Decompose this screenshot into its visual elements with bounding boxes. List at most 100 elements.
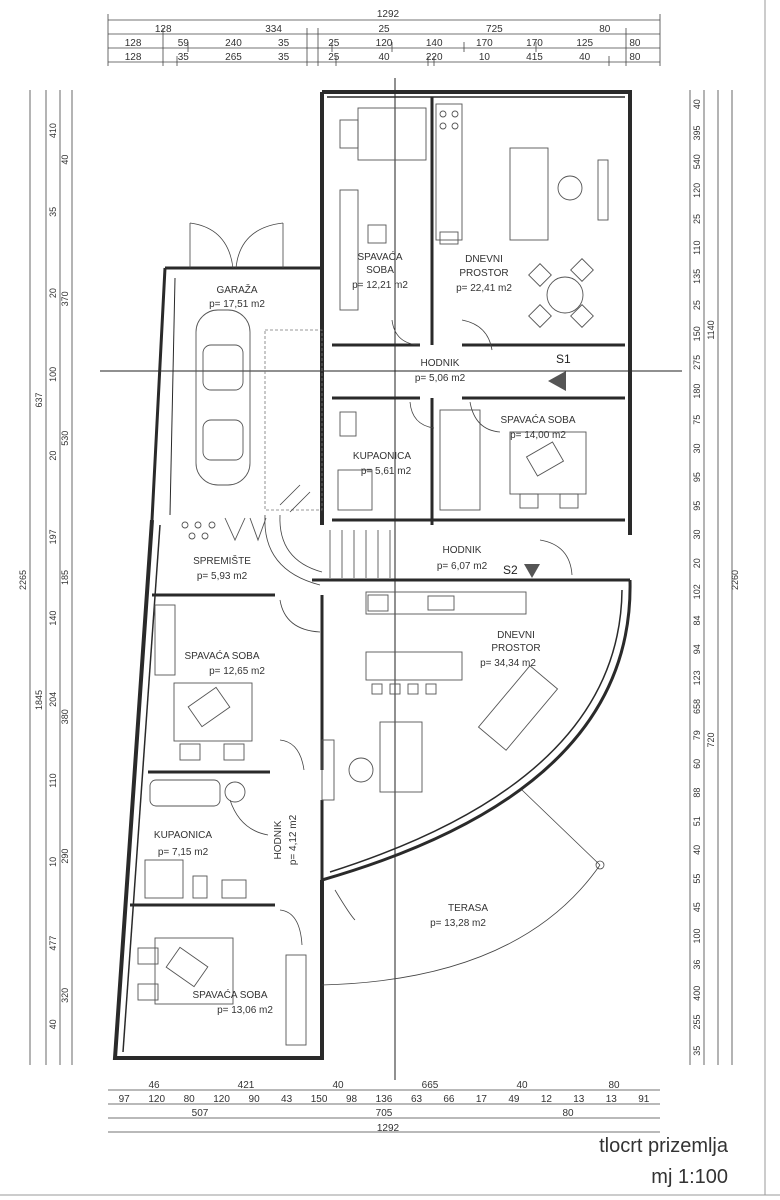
room-area-spavaca-1: p= 12,21 m2	[352, 280, 408, 291]
dimension-label: 66	[443, 1094, 455, 1105]
car-icon	[195, 309, 251, 486]
left-dimension-chains: 2265 637 1845 41035201002019714020411010…	[18, 90, 73, 1065]
staircase	[264, 329, 391, 586]
sofa-icon	[509, 147, 549, 241]
dimension-label: 320	[60, 988, 70, 1003]
room-name-hodnik-1: HODNIK	[421, 358, 460, 369]
bed-icon	[509, 431, 587, 495]
room-name-kupaonica-1: KUPAONICA	[353, 451, 411, 462]
dimension-label: 110	[48, 773, 58, 787]
dimension-label: 102	[692, 584, 702, 599]
room-name-terasa: TERASA	[448, 903, 488, 914]
furniture	[137, 103, 609, 1046]
dimension-label: 380	[60, 709, 70, 724]
dimension-label: 55	[692, 874, 702, 884]
room-name-spremiste: SPREMIŠTE	[193, 554, 251, 567]
dimension-label: 25	[692, 300, 702, 310]
dimension-label: 35	[278, 52, 290, 63]
plan-scale: mj 1:100	[651, 1166, 728, 1188]
dimension-label: 658	[692, 699, 702, 714]
dimension-label: 40	[332, 1080, 344, 1091]
dimension-label: 415	[526, 52, 543, 63]
dimension-label: 197	[48, 529, 58, 544]
room-name-dnevni-1: DNEVNI	[465, 254, 503, 265]
room-area-garaza: p= 17,51 m2	[209, 299, 265, 310]
room-area-dnevni-1: p= 22,41 m2	[456, 283, 512, 294]
dimension-label: 477	[48, 936, 58, 951]
dimension-label: 13	[573, 1094, 585, 1105]
toilet-icon	[339, 411, 357, 437]
dimension-label: 49	[508, 1094, 520, 1105]
right-dim-col-a: 4039554012025110135251502751807530959530…	[692, 99, 702, 1055]
dimension-label: 136	[376, 1094, 393, 1105]
dimension-label: 88	[692, 788, 702, 798]
room-area-kupaonica-1: p= 5,61 m2	[361, 466, 412, 477]
dimension-label: 43	[281, 1094, 293, 1105]
dimension-label: 20	[48, 288, 58, 298]
dimension-label: 180	[692, 384, 702, 399]
shower-icon	[144, 859, 184, 899]
dimension-label: 410	[48, 123, 58, 138]
dimension-label: 334	[265, 24, 282, 35]
dimension-label: 98	[346, 1094, 358, 1105]
dimension-label: 45	[692, 902, 702, 912]
dimension-label: 120	[692, 183, 702, 198]
dimension-label: 25	[328, 52, 340, 63]
dimension-label: 40	[48, 1019, 58, 1029]
dimension-label: 507	[192, 1108, 209, 1119]
dimension-label: 35	[692, 1046, 702, 1056]
dimension-label: 421	[238, 1080, 255, 1091]
bottom-total-dim: 1292	[377, 1123, 400, 1134]
dimension-label: 220	[426, 52, 443, 63]
dimension-label: 10	[48, 857, 58, 867]
dimension-label: 120	[376, 38, 393, 49]
room-area-terasa: p= 13,28 m2	[430, 918, 486, 929]
left-total-dim: 2265	[18, 570, 28, 590]
dimension-label: 20	[692, 558, 702, 568]
dimension-label: 36	[692, 960, 702, 970]
section-arrow-s1	[548, 371, 566, 391]
room-name-spavaca-2: SPAVAĆA SOBA	[500, 413, 575, 426]
dimension-label: 95	[692, 472, 702, 482]
dimension-label: 135	[692, 269, 702, 284]
bed-icon	[173, 682, 253, 742]
dimension-label: 100	[692, 928, 702, 943]
dimension-label: 240	[225, 38, 242, 49]
room-area-hodnik-3: p= 4,12 m2	[288, 814, 299, 865]
section-label-s1: S1	[556, 352, 571, 366]
bed-icon	[154, 937, 234, 1005]
room-name-spavaca-1b: SOBA	[366, 265, 394, 276]
room-labels: GARAŽA p= 17,51 m2 SPAVAĆA SOBA p= 12,21…	[154, 250, 576, 1016]
right-dimension-chains: 2260 1140 720 40395540120251101352515027…	[689, 90, 740, 1065]
dimension-label: 30	[692, 443, 702, 453]
dimension-label: 40	[692, 99, 702, 109]
walls	[112, 90, 632, 1060]
dimension-label: 185	[60, 570, 70, 585]
room-name-spavaca-4: SPAVAĆA SOBA	[192, 988, 267, 1001]
dimension-label: 370	[60, 291, 70, 306]
dimension-label: 120	[148, 1094, 165, 1105]
dimension-label: 90	[249, 1094, 261, 1105]
dimension-label: 80	[629, 52, 641, 63]
room-area-dnevni-2: p= 34,34 m2	[480, 658, 536, 669]
dimension-label: 25	[328, 38, 340, 49]
kitchen-island-icon	[365, 651, 463, 681]
room-area-spavaca-3: p= 12,65 m2	[209, 666, 265, 677]
dimension-label: 10	[479, 52, 491, 63]
room-area-kupaonica-2: p= 7,15 m2	[158, 847, 209, 858]
dimension-label: 51	[692, 816, 702, 826]
right-total-dim: 2260	[730, 570, 740, 590]
dimension-label: 80	[562, 1108, 574, 1119]
room-area-hodnik-2: p= 6,07 m2	[437, 561, 488, 572]
dimension-label: 30	[692, 529, 702, 539]
dimension-label: 540	[692, 154, 702, 169]
plan-title: tlocrt prizemlja	[599, 1135, 729, 1157]
dimension-label: 80	[608, 1080, 620, 1091]
